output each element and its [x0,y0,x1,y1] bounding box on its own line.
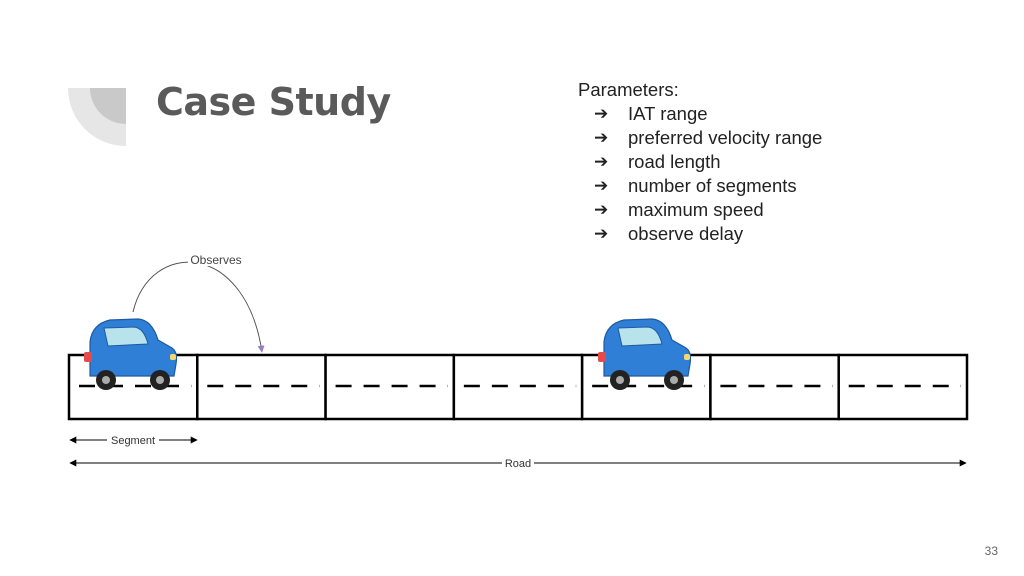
page-number: 33 [984,544,998,558]
road-label: Road [505,458,531,470]
parameter-label: IAT range [628,103,708,124]
road-segments [67,353,969,421]
parameter-item: ➔ road length [594,150,822,174]
parameters-heading: Parameters: [578,79,679,100]
arrow-right-icon: ➔ [594,224,609,243]
parameters-list: ➔ IAT range ➔ preferred velocity range ➔ road… [578,102,822,246]
parameter-label: preferred velocity range [628,127,823,148]
road-label-bg [502,456,534,470]
parameter-item: ➔ number of segments [594,174,822,198]
segment-label: Segment [111,435,155,447]
parameters-panel: Parameters: ➔ IAT range ➔ preferred velocit… [578,78,822,246]
car-icon [598,318,692,390]
segment-label-bg [107,433,159,447]
arrow-right-icon: ➔ [594,128,609,147]
parameter-label: road length [628,151,721,172]
arrow-right-icon: ➔ [594,152,609,171]
arrow-right-icon: ➔ [594,104,609,123]
car-icon [84,318,178,390]
parameter-item: ➔ observe delay [594,222,822,246]
parameter-item: ➔ IAT range [594,102,822,126]
corner-decoration [68,88,126,146]
arrow-right-icon: ➔ [594,176,609,195]
slide-title: Case Study [156,80,391,124]
parameter-item: ➔ maximum speed [594,198,822,222]
observes-label-bg [188,252,244,266]
parameter-item: ➔ preferred velocity range [594,126,822,150]
parameter-label: observe delay [628,223,744,244]
observes-label: Observes [190,253,241,267]
arrow-right-icon: ➔ [594,200,609,219]
parameter-label: maximum speed [628,199,764,220]
parameter-label: number of segments [628,175,797,196]
